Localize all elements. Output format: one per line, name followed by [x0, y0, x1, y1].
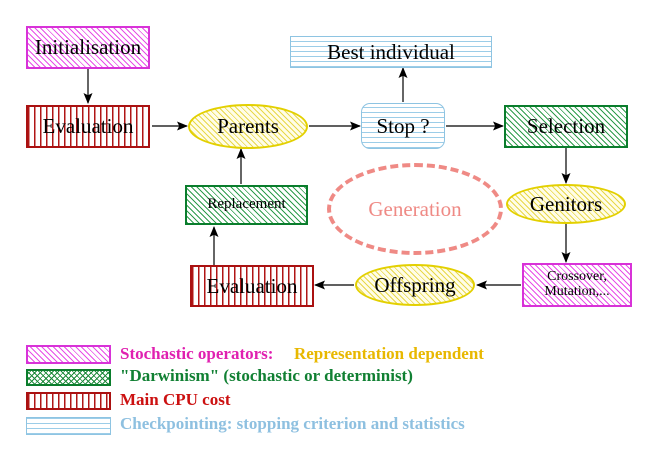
- legend-swatch-main-cpu-cost: [26, 392, 111, 410]
- node-evaluation-top-label: Evaluation: [42, 114, 134, 139]
- node-initialisation[interactable]: Initialisation: [26, 26, 150, 69]
- node-evaluation-bottom-label: Evaluation: [206, 273, 298, 298]
- legend-label-checkpointing: Checkpointing: stopping criterion and st…: [120, 414, 465, 433]
- node-best-individual[interactable]: Best individual: [290, 36, 492, 68]
- node-evaluation-top[interactable]: Evaluation: [26, 105, 150, 148]
- node-offspring[interactable]: Offspring: [355, 264, 475, 306]
- node-initialisation-label: Initialisation: [34, 35, 142, 60]
- node-crossover-mutation[interactable]: Crossover, Mutation,...: [522, 263, 632, 307]
- node-parents-label: Parents: [217, 114, 279, 139]
- node-offspring-label: Offspring: [374, 272, 456, 297]
- node-best-individual-label: Best individual: [327, 39, 455, 64]
- node-selection[interactable]: Selection: [504, 105, 628, 148]
- legend-label-main-cpu-cost: Main CPU cost: [120, 390, 231, 409]
- node-selection-label: Selection: [526, 114, 606, 139]
- legend-label-darwinism: "Darwinism" (stochastic or determinist): [120, 366, 413, 385]
- generation-label: Generation: [368, 196, 462, 221]
- node-replacement[interactable]: Replacement: [185, 185, 308, 225]
- legend-swatch-darwinism: [26, 369, 111, 386]
- node-evaluation-bottom[interactable]: Evaluation: [190, 265, 314, 307]
- node-genitors[interactable]: Genitors: [506, 184, 626, 224]
- node-stop-label: Stop ?: [376, 113, 430, 138]
- legend-swatch-stochastic-operators: [26, 345, 111, 364]
- node-genitors-label: Genitors: [529, 191, 603, 216]
- legend-label-stochastic-operators-part1: Stochastic operators:: [120, 344, 274, 363]
- node-stop[interactable]: Stop ?: [361, 103, 445, 149]
- node-replacement-label: Replacement: [207, 196, 286, 213]
- node-parents[interactable]: Parents: [188, 104, 308, 149]
- node-crossover-mutation-label: Crossover, Mutation,...: [544, 269, 610, 299]
- generation-cycle-ellipse: Generation: [327, 163, 503, 255]
- legend-label-stochastic-operators: Stochastic operators: Representation dep…: [120, 344, 484, 364]
- legend-label-stochastic-operators-part2: Representation dependent: [293, 344, 484, 363]
- legend-swatch-checkpointing: [26, 417, 111, 435]
